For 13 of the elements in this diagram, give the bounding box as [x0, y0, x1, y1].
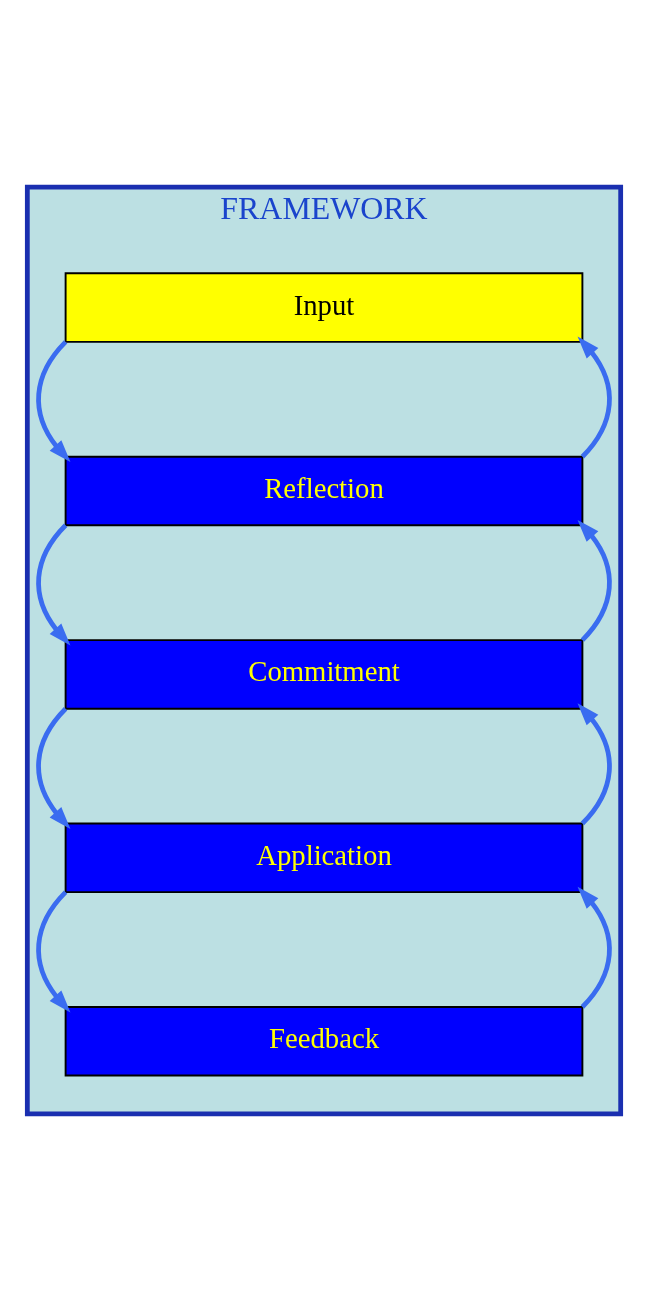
- node-box: Feedback: [64, 1005, 584, 1077]
- arrow: [36, 706, 71, 829]
- arrow: [577, 886, 612, 1009]
- arrow: [36, 890, 71, 1012]
- node-box: Reflection: [64, 455, 584, 526]
- arrow: [577, 335, 612, 458]
- arrow: [36, 339, 71, 462]
- arrow: [577, 702, 612, 825]
- node-box: Commitment: [64, 638, 584, 710]
- arrow: [36, 523, 71, 646]
- node-box: Application: [64, 822, 584, 893]
- arrow: [577, 519, 612, 642]
- node-box: Input: [64, 271, 584, 343]
